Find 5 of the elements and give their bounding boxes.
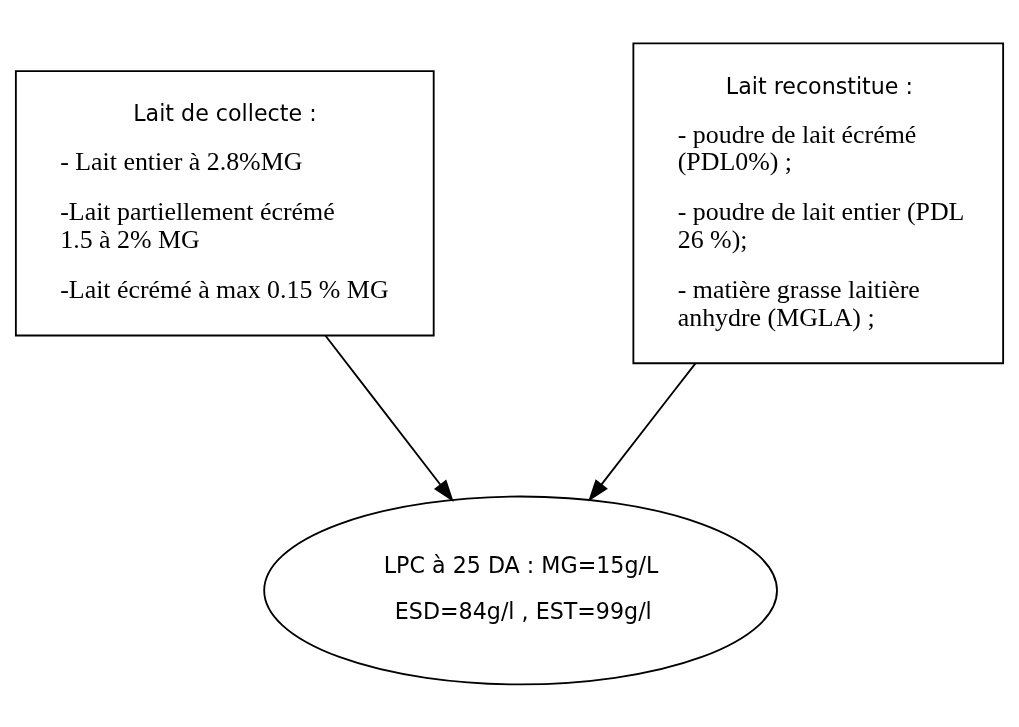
node-box: Lait reconstitue : - poudre de lait écrémé (PDL0%) ; - poudre de lait entier (PDL 26 %); - matière grasse laitière anhydre (MGLA) ; bbox=[632, 41, 1005, 364]
arrow bbox=[588, 361, 697, 502]
node-box: Lait de collecte : - Lait entier à 2.8%MG -Lait partiellement écrémé 1.5 à 2% MG -Lait écrémé à max 0.15 % MG bbox=[14, 69, 435, 336]
arrow bbox=[324, 334, 454, 502]
node-ellipse: LPC à 25 DA : MG=15g/L ESD=84g/l , EST=99g/l bbox=[263, 495, 778, 685]
